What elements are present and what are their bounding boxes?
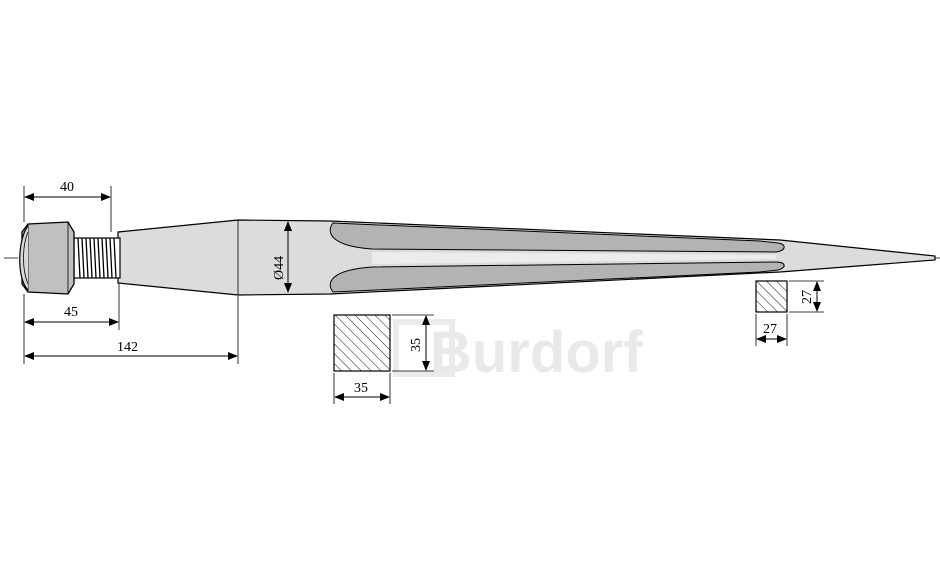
dimension-nut-to-shoulder: 45 bbox=[23, 283, 120, 330]
threaded-end bbox=[73, 237, 121, 279]
label-section-base-height: 35 bbox=[409, 338, 424, 352]
center-rib bbox=[372, 252, 776, 264]
label-section-base-width: 35 bbox=[354, 381, 368, 396]
watermark-text: Burdorf bbox=[430, 320, 643, 385]
hex-nut bbox=[19, 221, 75, 295]
cross-section-tip: 27 27 bbox=[755, 280, 824, 346]
label-40: 40 bbox=[60, 180, 74, 195]
dimension-thread-length: 40 bbox=[23, 180, 112, 232]
label-section-tip-height: 27 bbox=[800, 290, 815, 304]
dimension-shank-length: 142 bbox=[23, 296, 239, 364]
upper-groove bbox=[329, 222, 785, 253]
section-base-square bbox=[333, 314, 391, 372]
lower-groove bbox=[329, 261, 785, 293]
label-142: 142 bbox=[117, 340, 138, 355]
label-diameter: Ø44 bbox=[272, 256, 287, 280]
burdorf-logo: Burdorf bbox=[393, 319, 643, 385]
label-section-tip-width: 27 bbox=[763, 322, 777, 337]
label-45: 45 bbox=[64, 305, 78, 320]
cross-section-base: 35 35 bbox=[333, 314, 434, 404]
section-tip-square bbox=[755, 280, 788, 313]
dimension-diameter: Ø44 bbox=[272, 221, 292, 293]
